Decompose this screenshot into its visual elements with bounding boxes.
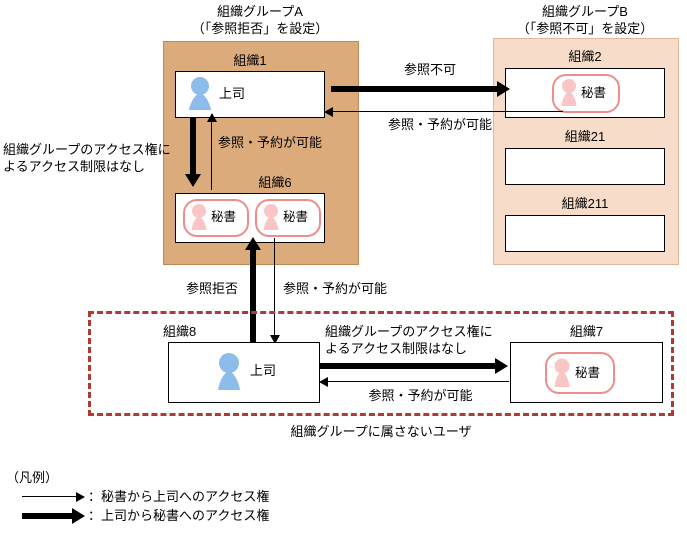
org7-person-label: 秘書: [575, 366, 601, 380]
arrow-a-to-b-shaft: [331, 86, 499, 92]
secretary-icon: [263, 204, 279, 230]
secretary-icon: [561, 79, 577, 106]
group-b-title-line2: （「参照不可」を設定）: [516, 21, 654, 36]
arrow-org1-to-org6-shaft: [190, 118, 196, 176]
org21-box[interactable]: [505, 148, 665, 185]
org8-note-line2: よるアクセス制限はなし: [325, 341, 467, 356]
arrow-org6-to-org1-head: [207, 113, 217, 122]
boss-icon: [218, 353, 240, 390]
label-org1-to-org6: 参照・予約が可能: [218, 135, 323, 150]
org6-label: 組織6: [258, 175, 292, 190]
legend-thin-arrow-shaft: [22, 496, 79, 498]
legend-title: （凡例）: [6, 470, 59, 485]
ungrouped-caption: 組織グループに属さないユーザ: [290, 424, 472, 439]
org21-label: 組織21: [564, 129, 606, 144]
boss-icon: [189, 77, 211, 110]
left-note-line1: 組織グループのアクセス権に: [3, 142, 171, 157]
label-a-to-b-deny: 参照不可: [403, 62, 456, 77]
arrow-a-to-b-head: [497, 81, 510, 97]
arrow-b-to-a-shaft: [331, 111, 563, 113]
group-b-title-line1: 組織グループB: [542, 4, 628, 19]
org8-note-line1: 組織グループのアクセス権に: [325, 324, 493, 339]
arrow-org6-to-org8-head: [270, 335, 280, 344]
org211-label: 組織211: [561, 196, 609, 211]
org2-secretary-highlight: [552, 74, 620, 113]
arrow-org6-to-org1-shaft: [211, 120, 213, 190]
org7-label: 組織7: [569, 324, 604, 339]
org6-secretary-2-label: 秘書: [283, 210, 309, 224]
group-a-title-line1: 組織グループA: [217, 4, 303, 19]
org7-secretary-highlight: [545, 352, 615, 394]
label-org6-to-org8-ok: 参照・予約が可能: [283, 281, 388, 296]
arrow-org8-to-org6-shaft: [250, 250, 256, 345]
arrow-org6-to-org8-shaft: [274, 238, 276, 338]
org8-box[interactable]: [168, 342, 320, 403]
label-org7-to-org8-ok: 参照・予約が可能: [368, 388, 473, 403]
arrow-org1-to-org6-head: [185, 174, 201, 187]
org2-label: 組織2: [568, 49, 602, 64]
left-note-line2: よるアクセス制限はなし: [3, 159, 145, 174]
org211-box[interactable]: [505, 215, 665, 252]
legend-thin-arrow-head: [76, 492, 85, 502]
secretary-icon: [554, 358, 570, 387]
org6-secretary-1-label: 秘書: [211, 210, 237, 224]
label-b-to-a-ok: 参照・予約が可能: [387, 117, 492, 132]
ungrouped-users-container: [88, 311, 674, 416]
legend-thick-arrow-head: [72, 508, 85, 524]
legend-thin-label: ：秘書から上司へのアクセス権: [88, 489, 270, 504]
arrow-org8-to-org7-shaft: [319, 363, 497, 369]
label-org8-to-org6-deny: 参照拒否: [186, 281, 239, 296]
org6-secretary-2-highlight: [255, 199, 321, 237]
secretary-icon: [191, 204, 207, 230]
legend-thick-arrow-shaft: [22, 513, 74, 519]
org2-person-label: 秘書: [581, 86, 607, 100]
legend-thick-label: ：上司から秘書へのアクセス権: [88, 508, 270, 523]
org6-secretary-1-highlight: [183, 199, 249, 237]
arrow-org8-to-org6-head: [245, 237, 261, 250]
org1-label: 組織1: [233, 53, 267, 68]
arrow-org7-to-org8-head: [319, 377, 328, 387]
arrow-org8-to-org7-head: [495, 358, 508, 374]
group-a-title-line2: （「参照拒否」を設定）: [191, 21, 329, 36]
org8-label: 組織8: [163, 324, 197, 339]
org2-box[interactable]: [505, 68, 665, 118]
org1-person-label: 上司: [219, 86, 246, 101]
arrow-b-to-a-head: [324, 107, 333, 117]
arrow-org7-to-org8-shaft: [327, 381, 509, 383]
org8-person-label: 上司: [250, 363, 277, 378]
